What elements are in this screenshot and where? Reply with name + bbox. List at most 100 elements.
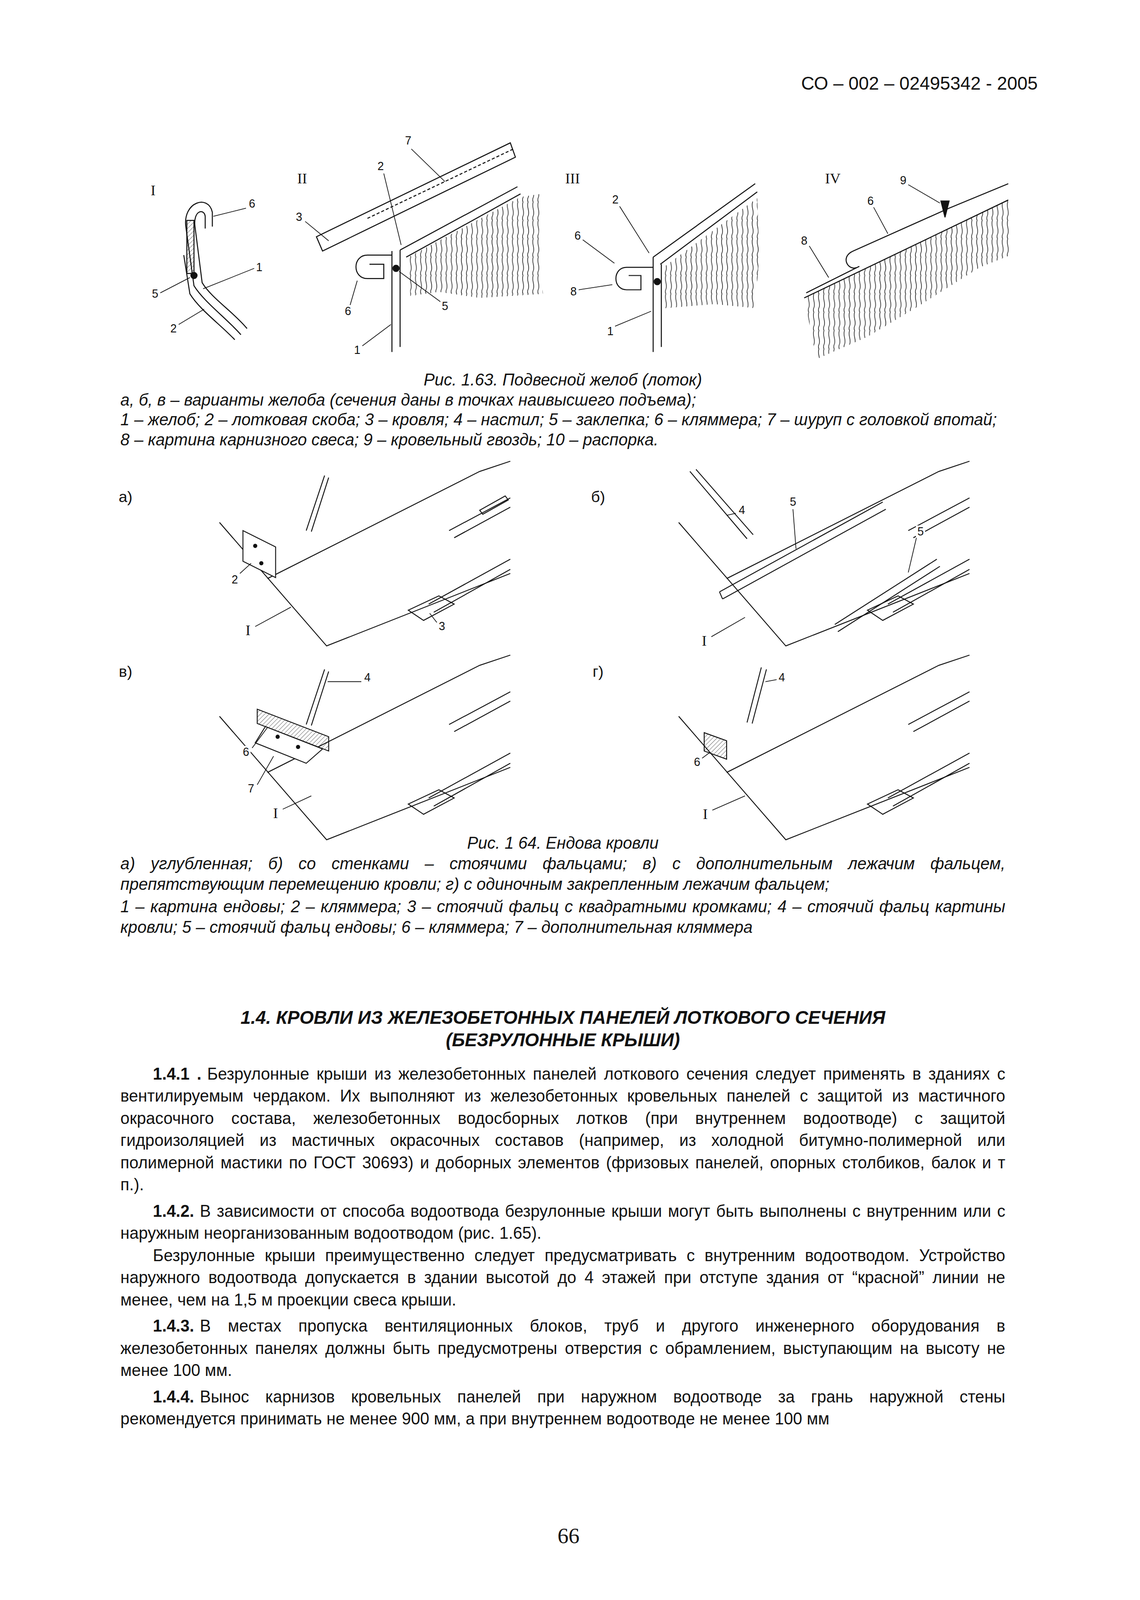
callout-number: 2	[168, 322, 178, 336]
figure-caption-block: Рис. 1.63. Подвесной желоб (лоток)а, б, …	[120, 369, 1006, 450]
figure-part-numeral: II	[297, 170, 307, 187]
page-header: СО – 002 – 02495342 - 2005	[801, 72, 1006, 95]
text-line: 66	[557, 1524, 580, 1549]
text-line: 7	[405, 134, 412, 148]
clause-number: 1.4.3.	[152, 1316, 194, 1336]
section-text: 1.4. КРОВЛИ ИЗ ЖЕЛЕЗОБЕТОННЫХ ПАНЕЛЕЙ ЛО…	[120, 1006, 1006, 1431]
text-line: 5	[151, 287, 159, 301]
text-line: 9	[899, 174, 907, 188]
text-line: СО – 002 – 02495342 - 2005	[801, 72, 1006, 95]
text-line: 6	[867, 194, 874, 208]
callout-number: 2	[170, 321, 177, 335]
callout-number: 6	[242, 745, 250, 759]
clause-text: Вынос карнизов кровельных панелей при на…	[120, 1387, 1006, 1429]
text-line: I	[702, 806, 708, 823]
callout-number: 1	[256, 260, 263, 274]
valley-view-d	[678, 655, 970, 841]
text-line: 1.4.3.В местах пропуска вентиляционных б…	[120, 1315, 1006, 1382]
callout-number: 7	[403, 134, 413, 148]
text-line: 6	[248, 198, 256, 211]
gutter-section-1	[160, 202, 255, 340]
figure-part-numeral: III	[565, 170, 580, 187]
callout-number: 3	[438, 620, 445, 633]
text-line: 6	[574, 229, 581, 243]
callout-number: 6	[248, 197, 256, 211]
valley-view-a	[219, 461, 511, 647]
text-line: 5	[441, 299, 449, 313]
text-line: 2	[170, 322, 177, 336]
text-line: I	[701, 632, 707, 649]
text-line: а)	[118, 488, 133, 506]
callout-number: 6	[572, 229, 583, 243]
callout-number: 5	[150, 287, 160, 301]
text-line: 6	[693, 755, 701, 769]
figure-legend-text: 1 – картина ендовы; 2 – кляммера; 3 – ст…	[120, 897, 1006, 937]
callout-number: 5	[440, 299, 450, 313]
callout-number: 4	[738, 503, 746, 517]
callout-number: 2	[231, 572, 238, 586]
figure-part-numeral: I	[150, 182, 156, 199]
text-line: 1.4. КРОВЛИ ИЗ ЖЕЛЕЗОБЕТОННЫХ ПАНЕЛЕЙ ЛО…	[120, 1006, 1006, 1029]
callout-number: 4	[363, 671, 373, 685]
callout-number: 3	[294, 211, 304, 225]
text-line: 1	[607, 325, 614, 339]
callout-number: 6	[343, 305, 353, 318]
text-line: 3	[295, 211, 303, 225]
callout-number: 1	[352, 343, 362, 357]
gutter-section-3	[578, 183, 760, 353]
callout-number: I	[700, 632, 709, 649]
callout-number: I	[701, 806, 710, 823]
text-line: 5	[917, 525, 924, 539]
text-line: 6	[344, 305, 352, 318]
section-heading: 1.4. КРОВЛИ ИЗ ЖЕЛЕЗОБЕТОННЫХ ПАНЕЛЕЙ ЛО…	[240, 1007, 886, 1028]
text-line: Рис. 1 64. Ендова кровли	[120, 833, 1006, 854]
figure-part-numeral: IV	[824, 170, 841, 187]
valley-view-c	[219, 655, 511, 841]
callout-number: 6	[344, 304, 352, 318]
callout-number: 1	[607, 325, 614, 338]
text-line: 1	[353, 343, 361, 357]
text-line: 8	[801, 234, 808, 248]
text-line: III	[565, 170, 580, 187]
text-line: Рис. 1.63. Подвесной желоб (лоток)	[120, 369, 1006, 391]
callout-number: 4	[364, 670, 371, 684]
callout-number: 5	[788, 495, 798, 509]
callout-number: 8	[799, 234, 809, 248]
text-line: 4	[364, 671, 371, 685]
subfigure-letter: в)	[117, 663, 134, 680]
text-line: 4	[778, 671, 786, 685]
callout-number: 5	[917, 524, 924, 538]
subfigure-letter: в)	[118, 662, 133, 680]
text-line: 8	[570, 285, 577, 299]
figure-part-numeral: III	[563, 170, 582, 187]
text-line: I	[245, 622, 251, 639]
clause-number: 1.4.4.	[152, 1387, 194, 1407]
text-line: 4	[738, 503, 746, 517]
callout-number: I	[272, 804, 279, 822]
text-line: IV	[824, 170, 841, 187]
text-line: 7	[247, 782, 255, 796]
callout-number: 6	[241, 745, 251, 759]
callout-number: 7	[246, 782, 256, 796]
callout-number: 6	[247, 198, 257, 211]
text-line: 1.4.2.В зависимости от способа водоотвод…	[120, 1200, 1006, 1245]
callout-number: I	[244, 622, 252, 639]
callout-number: 6	[693, 755, 701, 769]
text-line: а) углубленная; б) со стенками – стоячим…	[120, 853, 1006, 895]
callout-number: 1	[605, 325, 616, 339]
clause-text: Безрулонные крыши преимущественно следуе…	[120, 1246, 1006, 1310]
figure-part-numeral: II	[295, 170, 309, 187]
text-line: 5	[789, 495, 797, 509]
figure-subcaption: а, б, в – варианты желоба (сечения даны …	[120, 390, 696, 410]
callout-number: 8	[801, 234, 808, 247]
figure-caption: Рис. 1.63. Подвесной желоб (лоток)	[423, 370, 703, 390]
callout-number: 6	[692, 755, 702, 769]
clause-number: 1.4.1 .	[152, 1064, 202, 1084]
callout-number: 5	[441, 299, 449, 313]
clause-text: В зависимости от способа водоотвода безр…	[120, 1201, 1006, 1243]
text-line: I	[272, 805, 279, 822]
figure-legend-text: 1 – желоб; 2 – лотковая скоба; 3 – кровл…	[120, 410, 997, 450]
callout-number: 6	[867, 194, 874, 208]
callout-number: 4	[778, 670, 786, 684]
